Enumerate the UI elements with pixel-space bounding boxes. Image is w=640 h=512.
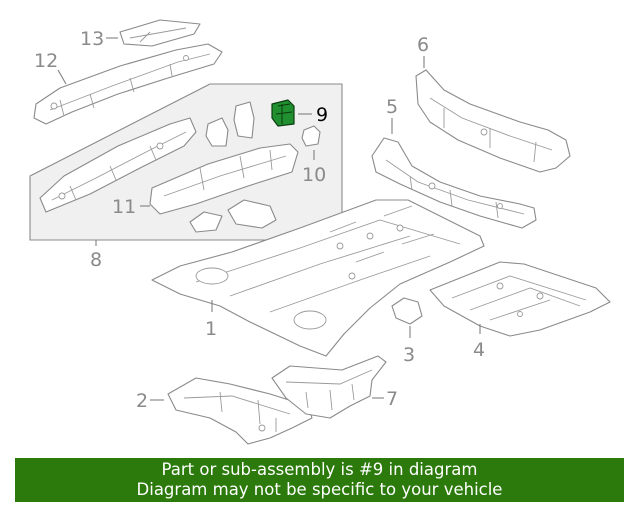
callout-7[interactable]: 7	[386, 388, 398, 410]
callout-4[interactable]: 4	[473, 339, 485, 361]
leader-12	[57, 69, 67, 85]
callout-12[interactable]: 12	[34, 50, 58, 72]
part-12-rail[interactable]	[33, 43, 223, 125]
callout-9[interactable]: 9	[316, 104, 328, 126]
part-6-rear-panel[interactable]	[415, 69, 571, 173]
callout-6[interactable]: 6	[417, 34, 429, 56]
info-banner: Part or sub-assembly is #9 in diagram Di…	[15, 458, 624, 502]
part-2-crossmember[interactable]	[167, 377, 313, 445]
part-5-crossmember[interactable]	[371, 137, 537, 229]
part-4-rear-floor[interactable]	[429, 261, 611, 337]
parts-diagram: 13 12 8 11 9 10	[29, 19, 611, 445]
part-10-clip[interactable]	[301, 125, 321, 147]
part-13-bracket[interactable]	[119, 19, 201, 47]
part-8b-bracket[interactable]	[205, 101, 255, 147]
callout-10[interactable]: 10	[302, 164, 326, 186]
part-11-crossmember[interactable]	[149, 143, 299, 215]
callout-11[interactable]: 11	[112, 196, 136, 218]
banner-line-2: Diagram may not be specific to your vehi…	[136, 480, 503, 499]
part-3-bracket[interactable]	[391, 297, 423, 325]
part-8c-brackets[interactable]	[189, 199, 277, 233]
part-7-rail[interactable]	[271, 355, 387, 419]
part-9-highlighted[interactable]	[271, 99, 295, 127]
callout-3[interactable]: 3	[403, 344, 415, 366]
part-8a-rail[interactable]	[39, 117, 197, 213]
callout-1[interactable]: 1	[205, 318, 217, 340]
banner-line-1: Part or sub-assembly is #9 in diagram	[161, 460, 478, 479]
callout-5[interactable]: 5	[386, 96, 398, 118]
callout-8[interactable]: 8	[90, 249, 102, 271]
callout-2[interactable]: 2	[136, 390, 148, 412]
callout-13[interactable]: 13	[80, 28, 104, 50]
sub-assembly-8-frame	[29, 83, 343, 241]
part-1-floor-pan[interactable]	[151, 199, 485, 357]
